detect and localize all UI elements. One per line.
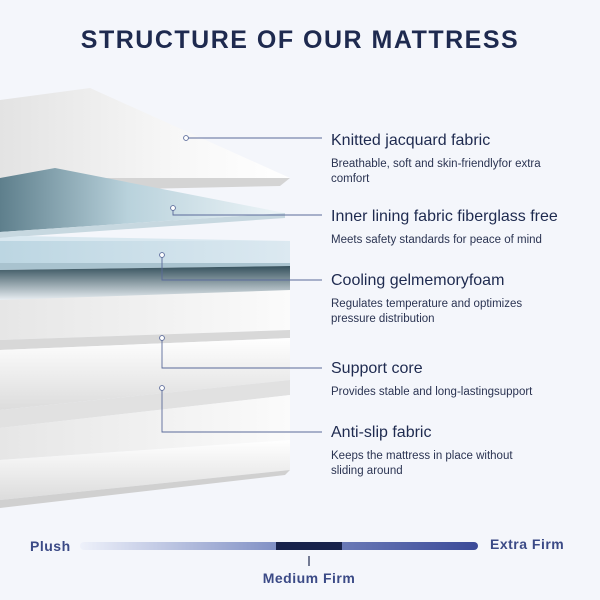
firmness-left-label: Plush — [30, 538, 71, 554]
callout-title: Knitted jacquard fabric — [331, 132, 491, 149]
layer-cooling-gel-foam — [0, 236, 290, 270]
callout-description: Provides stable and long-lastingsupport — [331, 386, 533, 398]
callout-title: Inner lining fabric fiberglass free — [331, 208, 558, 225]
layer-inner-lining — [0, 168, 285, 238]
callout-support-core: Support core Provides stable and long-la… — [331, 359, 591, 400]
layer-anti-slip — [0, 395, 290, 508]
callout-description: Meets safety standards for peace of mind — [331, 234, 542, 246]
layer-support-core-top — [0, 266, 290, 350]
callout-description: Keeps the mattress in place without slid… — [331, 450, 513, 477]
firmness-marker-label: Medium Firm — [262, 570, 356, 586]
callout-description: Regulates temperature and optimizes pres… — [331, 298, 523, 325]
callout-title: Anti-slip fabric — [331, 424, 432, 441]
callout-title: Cooling gelmemoryfoam — [331, 272, 505, 289]
callout-title: Support core — [331, 360, 423, 377]
page-title: STRUCTURE OF OUR MATTRESS — [80, 26, 520, 54]
callout-description: Breathable, soft and skin-friendlyfor ex… — [331, 158, 541, 185]
callout-inner-lining: Inner lining fabric fiberglass free Meet… — [331, 207, 591, 248]
callout-knitted-jacquard: Knitted jacquard fabric Breathable, soft… — [331, 131, 591, 187]
layer-support-core — [0, 338, 290, 428]
leader-lines — [159, 135, 322, 433]
callout-anti-slip: Anti-slip fabric Keeps the mattress in p… — [331, 423, 591, 479]
callout-cooling-gel-foam: Cooling gelmemoryfoam Regulates temperat… — [331, 271, 591, 327]
firmness-right-label: Extra Firm — [490, 536, 565, 552]
